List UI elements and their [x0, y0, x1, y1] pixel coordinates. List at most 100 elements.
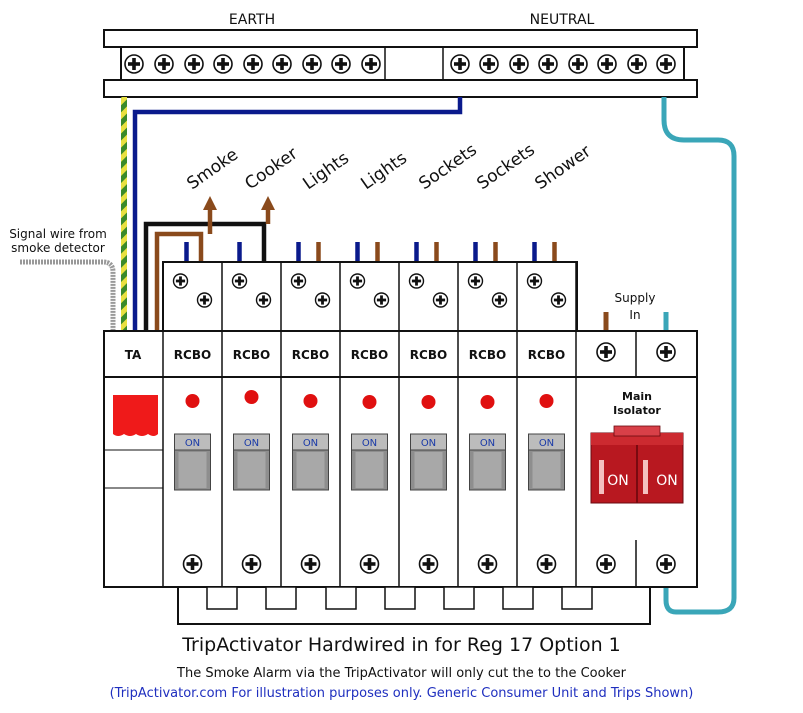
rcbo-on-label: ON [421, 438, 436, 449]
isolator-neutral-out-terminal [656, 554, 676, 574]
rcbo-switch[interactable]: ON [410, 433, 447, 491]
rcbo-top-terminal [373, 292, 390, 308]
rcbo-top-terminal [432, 292, 449, 308]
rcbo-bottom-terminal [359, 554, 380, 574]
rcbo-top-terminal [349, 273, 366, 289]
bottom-bar-tab [265, 586, 297, 610]
trip-indicator-dot [421, 395, 436, 409]
circuit-label: Sockets [473, 140, 538, 194]
bottom-bar-tab [561, 586, 593, 610]
rcbo-bottom-terminal [536, 554, 557, 574]
rcbo-top-terminal [231, 273, 248, 289]
trip-indicator-dot [539, 394, 554, 408]
earth-terminal [213, 54, 233, 74]
rcbo-on-label: ON [244, 438, 259, 449]
rcbo-top-terminal [491, 292, 508, 308]
circuit-label: Smoke [183, 145, 242, 194]
bottom-bar-tab [206, 586, 238, 610]
rcbo-label: RCBO [351, 348, 388, 362]
earth-terminal [184, 54, 204, 74]
earth-terminal [302, 54, 322, 74]
neutral-label: NEUTRAL [530, 12, 595, 28]
rcbo-bottom-terminal [241, 554, 262, 574]
rcbo-label: RCBO [528, 348, 565, 362]
neutral-terminal [479, 54, 499, 74]
rcbo-top-terminal [550, 292, 567, 308]
rcbo-module: RCBO ON [349, 273, 390, 574]
signal-label-line1: Signal wire from [9, 227, 107, 241]
rcbo-switch[interactable]: ON [233, 433, 270, 491]
rcbo-module: RCBO ON [467, 273, 508, 574]
rcbo-on-label: ON [362, 438, 377, 449]
rcbo-on-label: ON [185, 438, 200, 449]
module-dividers [162, 262, 577, 587]
trip-indicator-dot [362, 395, 377, 409]
rcbo-label: RCBO [469, 348, 506, 362]
circuit-label: Shower [531, 141, 594, 194]
rcbo-bottom-terminal [418, 554, 439, 574]
rcbo-switch[interactable]: ON [174, 433, 211, 491]
earth-terminal [361, 54, 381, 74]
supply-live-terminal [596, 342, 616, 362]
rcbo-top-terminal [172, 273, 189, 289]
supply-neutral-wire [661, 97, 737, 615]
bottom-bar-tab [325, 586, 357, 610]
rcbo-on-label: ON [539, 438, 554, 449]
neutral-terminal [627, 54, 647, 74]
rcbo-top-terminal [408, 273, 425, 289]
rcbo-module: RCBO ON [526, 273, 567, 574]
neutral-terminal [538, 54, 558, 74]
rcbo-switch[interactable]: ON [292, 433, 329, 491]
neutral-terminal [597, 54, 617, 74]
rcbo-switch[interactable]: ON [469, 433, 506, 491]
rcbo-label: RCBO [292, 348, 329, 362]
supply-neutral-terminal [656, 342, 676, 362]
wiring [20, 97, 737, 615]
isolator-left-on-label: ON [607, 473, 629, 489]
rcbo-top-terminal [196, 292, 213, 308]
neutral-terminal [450, 54, 470, 74]
earth-terminal [243, 54, 263, 74]
rcbo-top-terminal [255, 292, 272, 308]
trip-indicator-dot [480, 395, 495, 409]
isolator-right-on-label: ON [656, 473, 678, 489]
rcbo-module: RCBO ON [290, 273, 331, 574]
isolator-label-line2: Isolator [613, 404, 661, 417]
sub-title: The Smoke Alarm via the TripActivator wi… [177, 666, 626, 681]
smoke-output-arrow [203, 196, 217, 234]
earth-terminal [272, 54, 292, 74]
bottom-bar-tabs [206, 586, 593, 610]
rcbo-top-terminal [314, 292, 331, 308]
note-text: (TripActivator.com For illustration purp… [109, 686, 694, 701]
rcbo-bottom-terminal [182, 554, 203, 574]
rcbo-top-terminal [526, 273, 543, 289]
ta-control-wire [143, 221, 267, 332]
bottom-bar-tab [502, 586, 534, 610]
rcbo-label: RCBO [174, 348, 211, 362]
ta-live-wire [154, 231, 204, 332]
rcbo-top-terminal [290, 273, 307, 289]
rcbo-switch[interactable]: ON [528, 433, 565, 491]
circuit-label: Sockets [415, 140, 480, 194]
circuit-label: Lights [357, 148, 411, 194]
ta-label: TA [125, 348, 142, 362]
busbar [103, 29, 698, 98]
main-title: TripActivator Hardwired in for Reg 17 Op… [182, 634, 621, 656]
rcbo-module: RCBO ON [172, 273, 213, 574]
rcbo-output-stubs [184, 242, 557, 262]
earth-label: EARTH [229, 12, 275, 28]
rcbo-bottom-terminal [477, 554, 498, 574]
earth-terminal [331, 54, 351, 74]
signal-wire [20, 259, 116, 332]
isolator-live-out-terminal [596, 554, 616, 574]
rcbo-switch[interactable]: ON [351, 433, 388, 491]
cooker-output-arrow [261, 196, 275, 224]
signal-label-line2: smoke detector [11, 241, 105, 255]
bottom-bar-tab [384, 586, 416, 610]
rcbo-on-label: ON [303, 438, 318, 449]
isolator-label-line1: Main [622, 390, 652, 403]
neutral-terminal [509, 54, 529, 74]
trip-indicator-dot [303, 394, 318, 408]
circuit-label: Cooker [241, 144, 301, 194]
